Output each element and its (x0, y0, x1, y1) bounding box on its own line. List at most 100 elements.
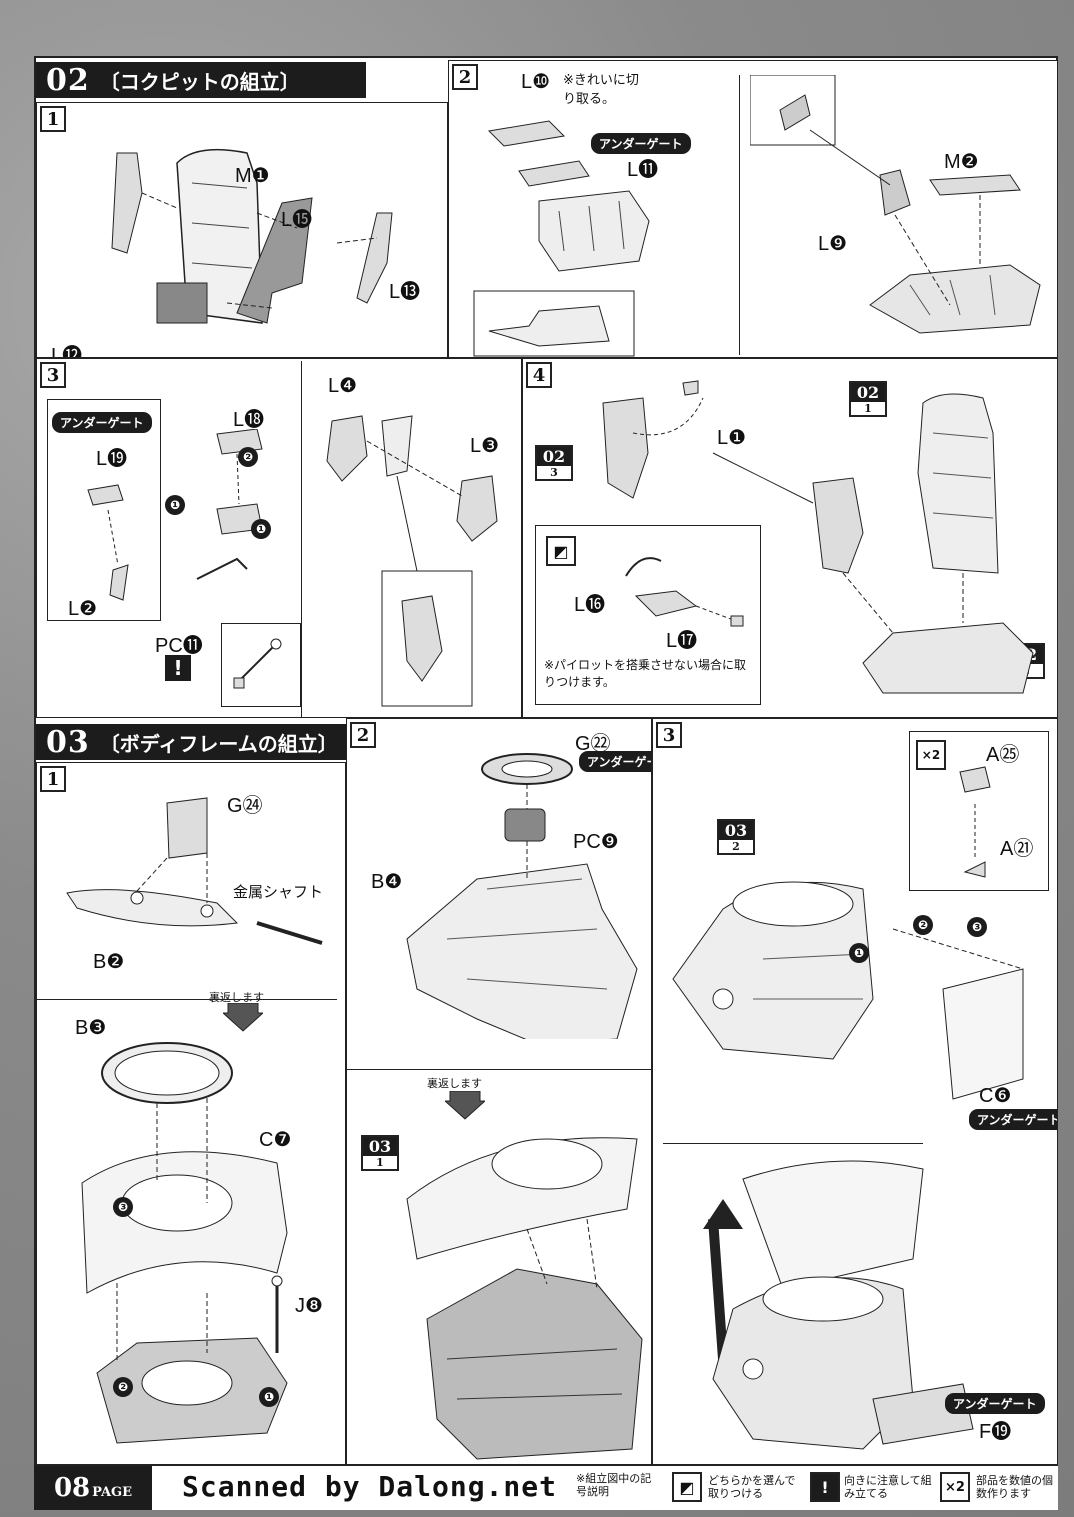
flip-arrow (223, 1003, 263, 1032)
step-03-1-panel: 1 G㉔ 金属シャフト B❷ 裏返します B❸ C❼ J❽ (36, 762, 346, 1476)
step-02-3-panel: 3 アンダーゲート L⓳ L❷ L⓲ ❷ ❶ ❶ PC⓫ ! (36, 358, 522, 718)
pilot-part-drawing (87, 484, 129, 601)
label-b4: B❹ (371, 871, 403, 893)
page-number-box: 08 PAGE (34, 1466, 152, 1510)
cut-note: ※きれいに切り取る。 (563, 73, 639, 107)
choose-one-icon: ◩ (546, 536, 576, 566)
label-j8: J❽ (295, 1295, 323, 1317)
step-02-2-panel: 2 L❿ ※きれいに切り取る。 アンダーゲート L⓫ (448, 60, 1058, 358)
flip-note: 裏返します (427, 1077, 482, 1090)
section-02-title: 〔コクピットの組立〕 (99, 69, 300, 94)
label-l9: L❾ (818, 233, 848, 255)
label-l10: L❿ (521, 71, 551, 93)
ref-badge-02-3: 02 3 (535, 445, 573, 481)
step-number: 1 (40, 106, 66, 132)
scanned-by-credit: Scanned by Dalong.net (182, 1470, 558, 1503)
pc-detail-drawing (233, 638, 282, 689)
torso-frame-drawing (406, 1137, 643, 1460)
cockpit-seat-drawing (111, 148, 393, 324)
option-part-drawing (625, 557, 744, 627)
step-number: 2 (452, 64, 478, 90)
flip-note: 裏返します (209, 991, 264, 1004)
step-03-3-inset: ×2 A㉕ A㉑ (909, 731, 1049, 891)
x2-icon: ×2 (940, 1472, 970, 1502)
label-l13: L⓭ (389, 281, 421, 303)
label-m2: M❷ (944, 151, 979, 173)
label-l2: L❷ (68, 598, 98, 620)
under-gate-tag: アンダーゲート (579, 751, 651, 772)
step-02-2-subpanel: M❷ L❾ (739, 75, 1049, 355)
instruction-sheet: 02 〔コクピットの組立〕 1 M❶ L⓯ L⓭ L⓬ L⓮ 2 L❿ ※きれい… (34, 56, 1058, 1476)
section-02-number: 02 (46, 62, 90, 98)
page-number: 08 (53, 1473, 91, 1503)
label-b2: B❷ (93, 951, 125, 973)
label-l16: L⓰ (574, 594, 606, 616)
step-03-3-panel: 3 ×2 A㉕ A㉑ 03 2 ❶ ❷ ❸ C❻ アンダーゲート (652, 718, 1058, 1476)
step-03-2-panel: 2 G㉒ アンダーゲート PC❾ B❹ 裏返します 03 1 (346, 718, 652, 1476)
label-pc9: PC❾ (573, 831, 619, 853)
under-gate-tag-1: アンダーゲート (969, 1109, 1057, 1130)
label-l11: L⓫ (627, 159, 659, 181)
label-l1: L❶ (717, 427, 747, 449)
label-m1: M❶ (235, 165, 270, 187)
legend-quantity: 部品を数値の個数作ります (976, 1474, 1053, 1500)
a-parts-drawing (959, 766, 991, 878)
divider (663, 1143, 923, 1144)
label-a25: A㉕ (986, 744, 1020, 766)
torso-side-drawing (672, 881, 1024, 1100)
cockpit-base-drawing (473, 120, 650, 357)
step-02-4-panel: 4 L❶ 02 3 02 1 02 2 ◩ L⓰ L⓱ (522, 358, 1058, 718)
metal-shaft-label: 金属シャフト (233, 884, 324, 901)
label-l12: L⓬ (51, 345, 83, 358)
label-l4: L❹ (328, 375, 358, 397)
choose-one-icon: ◩ (672, 1472, 702, 1502)
label-l18: L⓲ (233, 409, 265, 431)
cockpit-assembly-drawing (750, 75, 1041, 334)
label-c7: C❼ (259, 1129, 292, 1151)
label-f19: F⓳ (979, 1421, 1012, 1443)
label-g24: G㉔ (227, 795, 263, 817)
label-pc11: PC⓫ (155, 635, 203, 657)
label-g22: G㉒ (575, 733, 611, 755)
section-02-header: 02 〔コクピットの組立〕 (36, 62, 366, 98)
label-b3: B❸ (75, 1017, 107, 1039)
label-a21: A㉑ (1000, 838, 1034, 860)
step-02-1-panel: 1 M❶ L⓯ L⓭ L⓬ L⓮ (36, 102, 448, 358)
legend-title: ※組立図中の記号説明 (576, 1472, 652, 1498)
pilot-note: ※パイロットを搭乗させない場合に取りつけます。 (544, 658, 747, 689)
label-l17: L⓱ (666, 630, 698, 652)
torso-hatch-drawing (703, 1160, 974, 1450)
hand-arm-drawing (326, 415, 498, 707)
step-number: 4 (526, 362, 552, 388)
step-number: 3 (656, 722, 682, 748)
cockpit-final-drawing (602, 380, 1034, 694)
label-c6: C❻ (979, 1085, 1012, 1107)
torso-top-drawing (406, 753, 638, 1039)
step-number: 2 (350, 722, 376, 748)
divider (347, 1069, 651, 1070)
section-03-number: 03 (46, 724, 90, 760)
label-l15: L⓯ (281, 209, 313, 231)
step-number: 3 (40, 362, 66, 388)
ref-badge-03-1: 03 1 (361, 1135, 399, 1171)
step-02-3-right: L❹ L❸ (301, 361, 521, 717)
caution-icon: ! (810, 1472, 840, 1502)
step-02-3-detail (221, 623, 301, 707)
page-word: PAGE (92, 1484, 133, 1500)
section-03-title: 〔ボディフレームの組立〕 (99, 731, 338, 756)
caution-icon: ! (165, 655, 191, 681)
under-gate-tag: アンダーゲート (591, 133, 691, 154)
section-03-header: 03 〔ボディフレームの組立〕 (36, 724, 366, 760)
legend-choose-one: どちらかを選んで取りつける (708, 1474, 796, 1500)
waist-plate-drawing (81, 1042, 288, 1444)
ref-badge-03-2: 03 2 (717, 819, 755, 855)
step-02-3-inset: アンダーゲート L⓳ L❷ (47, 399, 161, 621)
ref-badge-02-1: 02 1 (849, 381, 887, 417)
label-l19: L⓳ (96, 448, 128, 470)
page-footer: 08 PAGE Scanned by Dalong.net ※組立図中の記号説明… (34, 1464, 1058, 1510)
flip-arrow (445, 1091, 485, 1120)
under-gate-tag-2: アンダーゲート (945, 1393, 1045, 1414)
step-02-4-option-inset: ◩ L⓰ L⓱ ※パイロットを搭乗させない場合に取りつけます。 (535, 525, 761, 705)
legend-caution: 向きに注意して組み立てる (844, 1474, 932, 1500)
step-number: 1 (40, 766, 66, 792)
